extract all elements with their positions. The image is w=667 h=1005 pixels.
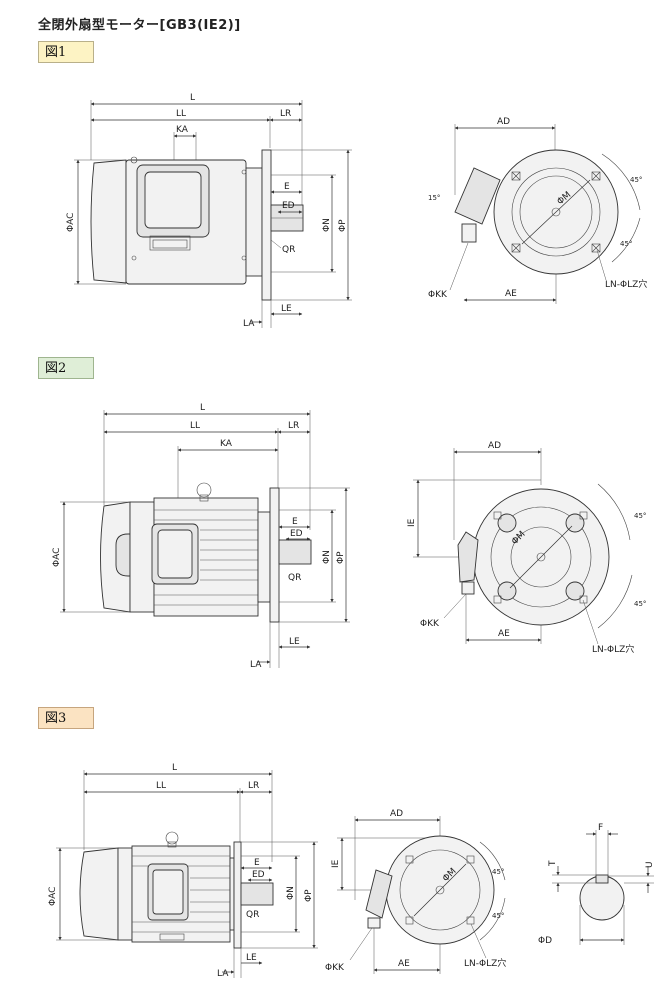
dim-T-3: T	[548, 860, 558, 867]
angle-15-1: 15°	[428, 194, 440, 202]
figure-1-side-view: L LL LR KA ΦAC E ED	[66, 93, 352, 329]
dim-LA-2: LA	[250, 660, 262, 670]
dim-LR-2: LR	[288, 421, 299, 431]
dim-LL-1: LL	[176, 109, 186, 119]
dim-D-3: ΦD	[538, 936, 552, 946]
dim-L-3: L	[172, 763, 177, 773]
dim-AE-2: AE	[498, 629, 510, 639]
dim-P-2: ΦP	[336, 551, 346, 564]
dim-KA-1: KA	[176, 125, 189, 135]
dim-LE-1: LE	[281, 304, 292, 314]
dim-N-1: ΦN	[322, 218, 332, 232]
dim-LN-3: LN-ΦLZ穴	[464, 957, 506, 969]
angle-45-2a: 45°	[634, 512, 646, 520]
dim-LL-2: LL	[190, 421, 200, 431]
dim-QR-2: QR	[288, 573, 301, 583]
figure-2-front-view: AD IE ΦM 45° 45° AE ΦKK LN-ΦLZ穴	[407, 441, 646, 655]
dim-U-3: U	[645, 861, 655, 868]
dim-KK-2: ΦKK	[420, 619, 440, 629]
dim-E-2: E	[292, 517, 298, 527]
dim-LL-3: LL	[156, 781, 166, 791]
figure-1-front-view: AD ΦM 15° 45° 45° AE ΦKK LN-ΦLZ穴	[428, 117, 647, 304]
dim-AE-1: AE	[505, 289, 517, 299]
dim-AC-3: ΦAC	[48, 887, 58, 906]
dim-LR-3: LR	[248, 781, 259, 791]
dim-AE-3: AE	[398, 959, 410, 969]
figure-3-side-view: L LL LR ΦAC E ED QR	[48, 763, 318, 979]
dim-E-1: E	[284, 182, 290, 192]
angle-45-3a: 45°	[492, 868, 504, 876]
dim-IE-3: IE	[331, 859, 341, 868]
dim-N-2: ΦN	[322, 550, 332, 564]
dim-P-1: ΦP	[338, 219, 348, 232]
dim-QR-3: QR	[246, 910, 259, 920]
dim-L-1: L	[190, 93, 195, 103]
figure-3-label: 図3	[38, 707, 94, 729]
dim-IE-2: IE	[407, 518, 417, 527]
dim-ED-3: ED	[252, 870, 265, 880]
figure-3-shaft-detail: F T U ΦD	[538, 823, 655, 946]
dim-ED-2: ED	[290, 529, 303, 539]
dim-LE-2: LE	[289, 637, 300, 647]
dim-KA-2: KA	[220, 439, 233, 449]
angle-45-1a: 45°	[630, 176, 642, 184]
dim-ED-1: ED	[282, 201, 295, 211]
angle-45-1b: 45°	[620, 240, 632, 248]
dim-AD-1: AD	[497, 117, 510, 127]
figure-2-side-view: L LL LR KA ΦAC	[52, 403, 350, 670]
dim-LA-3: LA	[217, 969, 229, 979]
dim-E-3: E	[254, 858, 260, 868]
dim-KK-3: ΦKK	[325, 963, 345, 973]
dim-AC-1: ΦAC	[66, 213, 76, 232]
dim-AD-3: AD	[390, 809, 403, 819]
dim-AD-2: AD	[488, 441, 501, 451]
dim-AC-2: ΦAC	[52, 548, 62, 567]
dim-LR-1: LR	[280, 109, 291, 119]
dim-F-3: F	[598, 823, 603, 833]
dim-QR-1: QR	[282, 245, 295, 255]
figure-3-front-view: AD IE ΦM 45° 45° AE ΦKK LN-ΦLZ穴	[325, 809, 506, 974]
dim-N-3: ΦN	[286, 886, 296, 900]
page-title: 全閉外扇型モーター[GB3(IE2)]	[38, 18, 241, 33]
dim-P-3: ΦP	[304, 889, 314, 902]
angle-45-3b: 45°	[492, 912, 504, 920]
dim-LN-2: LN-ΦLZ穴	[592, 643, 634, 655]
dim-L-2: L	[200, 403, 205, 413]
figure-2-label: 図2	[38, 357, 94, 379]
dim-LA-1: LA	[243, 319, 255, 329]
dim-LN-1: LN-ΦLZ穴	[605, 278, 647, 290]
dim-KK-1: ΦKK	[428, 290, 448, 300]
figure-1-label: 図1	[38, 41, 94, 63]
angle-45-2b: 45°	[634, 600, 646, 608]
dim-LE-3: LE	[246, 953, 257, 963]
